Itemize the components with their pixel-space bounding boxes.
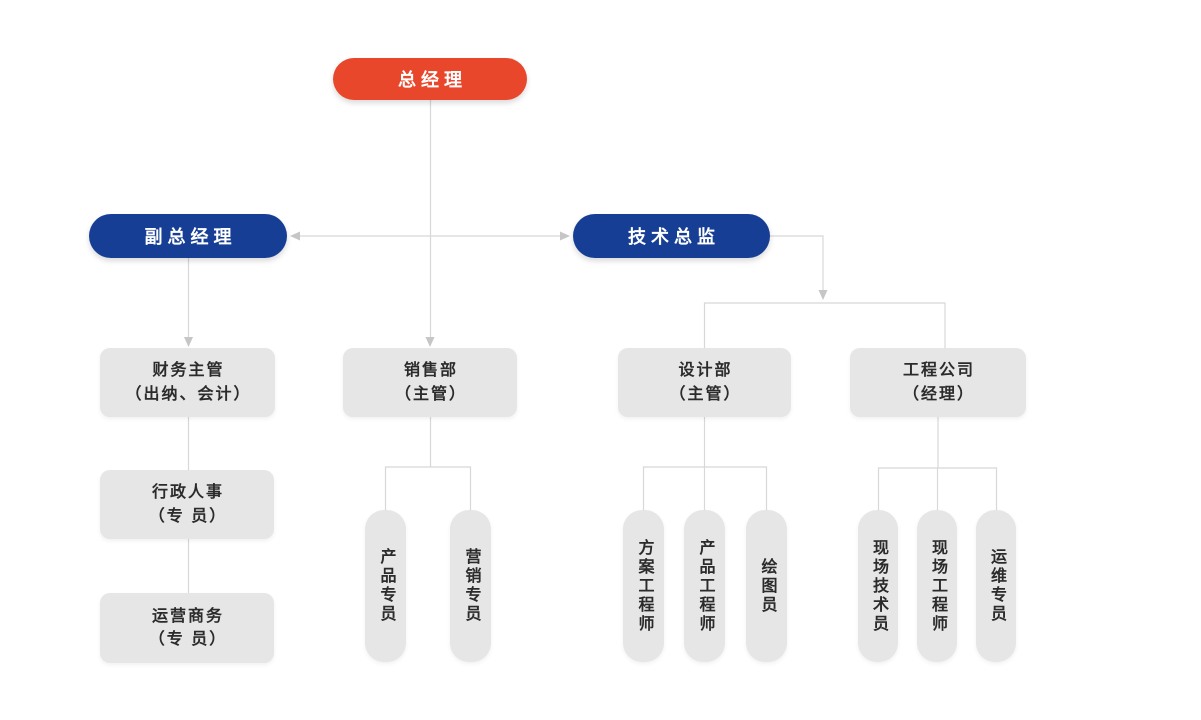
node-technical-director: 技术总监 (573, 214, 770, 258)
node-site-engineer: 现场工程师 (917, 510, 957, 662)
node-solution-engineer: 方案工程师 (623, 510, 664, 662)
node-sales-department-subtitle: （主管） (394, 385, 467, 403)
node-finance-supervisor: 财务主管 （出纳、会计） (100, 348, 275, 417)
arrow-down-into-sales-icon (425, 337, 435, 347)
node-engineering-company-title: 工程公司 (902, 362, 975, 380)
connector-director-branch (703, 302, 946, 348)
node-finance-supervisor-title: 财务主管 (152, 362, 225, 380)
node-sales-department-title: 销售部 (403, 362, 458, 380)
node-draftsman: 绘图员 (746, 510, 787, 662)
node-admin-hr-subtitle: （专 员） (148, 507, 228, 525)
node-design-department-subtitle: （主管） (669, 385, 742, 403)
node-engineering-company: 工程公司 （经理） (850, 348, 1026, 417)
connector-director-elbow (770, 235, 824, 290)
node-engineering-company-subtitle: （经理） (902, 385, 975, 403)
connector-sales-branch (384, 466, 472, 510)
arrow-down-director-branch-icon (818, 290, 828, 300)
arrow-down-into-finance-icon (184, 337, 193, 347)
node-operations-business-title: 运营商务 (151, 607, 224, 625)
arrow-left-toward-deputy-icon (290, 231, 300, 241)
node-site-technician: 现场技术员 (858, 510, 898, 662)
arrow-right-toward-director-icon (560, 231, 570, 241)
node-admin-hr-title: 行政人事 (151, 484, 224, 502)
node-marketing-specialist: 营销专员 (450, 510, 491, 662)
node-finance-supervisor-subtitle: （出纳、会计） (125, 385, 252, 403)
node-sales-department: 销售部 （主管） (343, 348, 517, 417)
node-operations-business-subtitle: （专 员） (148, 631, 228, 648)
node-product-specialist: 产品专员 (365, 510, 406, 662)
node-design-department-title: 设计部 (678, 362, 733, 380)
node-deputy-general-manager: 副总经理 (89, 214, 287, 258)
node-design-department: 设计部 （主管） (618, 348, 791, 417)
node-general-manager: 总经理 (333, 58, 527, 100)
node-om-specialist: 运维专员 (976, 510, 1016, 662)
node-product-engineer: 产品工程师 (684, 510, 725, 662)
node-admin-hr: 行政人事 （专 员） (100, 470, 274, 539)
node-operations-business: 运营商务 （专 员） (100, 593, 274, 663)
